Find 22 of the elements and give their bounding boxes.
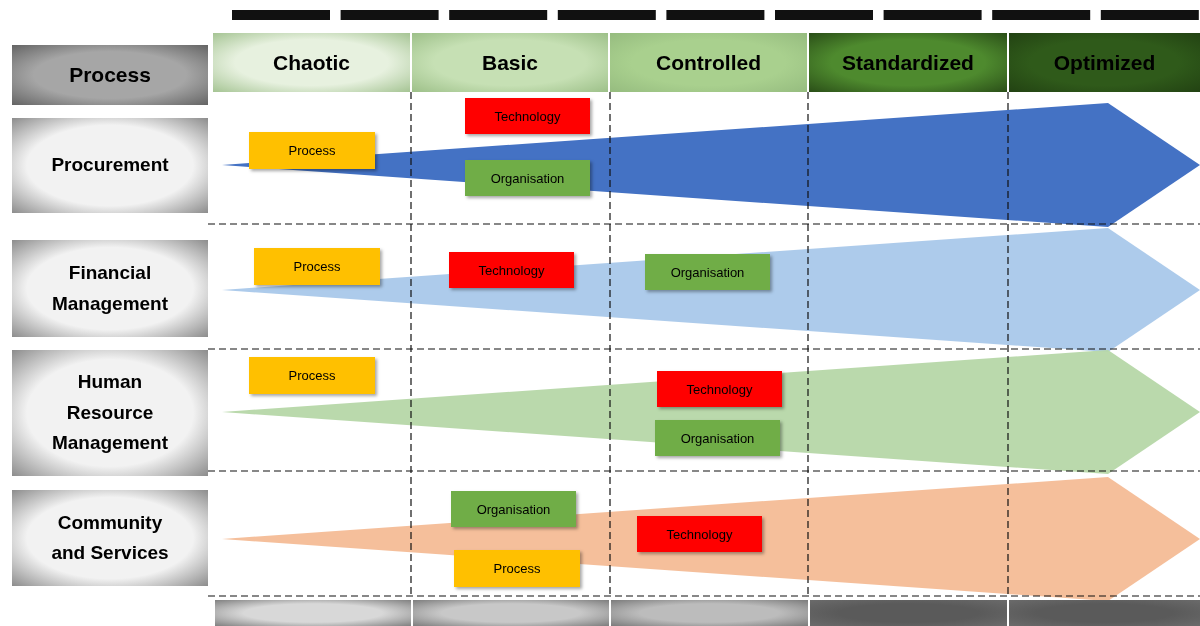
tag-label: Technology [449, 252, 574, 288]
column-header: Process [12, 45, 208, 105]
stage-header: Controlled [610, 33, 807, 92]
tag-label: Technology [657, 371, 782, 407]
stage-header: Optimized [1009, 33, 1200, 92]
tag-label: Organisation [645, 254, 770, 290]
tag-label: Process [249, 132, 375, 169]
area-label: Procurement [12, 118, 208, 213]
stage-header: Basic [412, 33, 608, 92]
stage-header: Chaotic [213, 33, 410, 92]
tag-label: Organisation [655, 420, 780, 456]
stage-header: Standardized [809, 33, 1007, 92]
tag-label: Organisation [451, 491, 576, 527]
area-label: Financial Management [12, 240, 208, 337]
tag-label: Technology [465, 98, 590, 134]
tag-label: Process [254, 248, 380, 285]
tag-label: Technology [637, 516, 762, 552]
tag-label: Organisation [465, 160, 590, 196]
tag-label: Process [454, 550, 580, 587]
tag-label: Process [249, 357, 375, 394]
area-label: Community and Services [12, 490, 208, 586]
area-label: Human Resource Management [12, 350, 208, 476]
